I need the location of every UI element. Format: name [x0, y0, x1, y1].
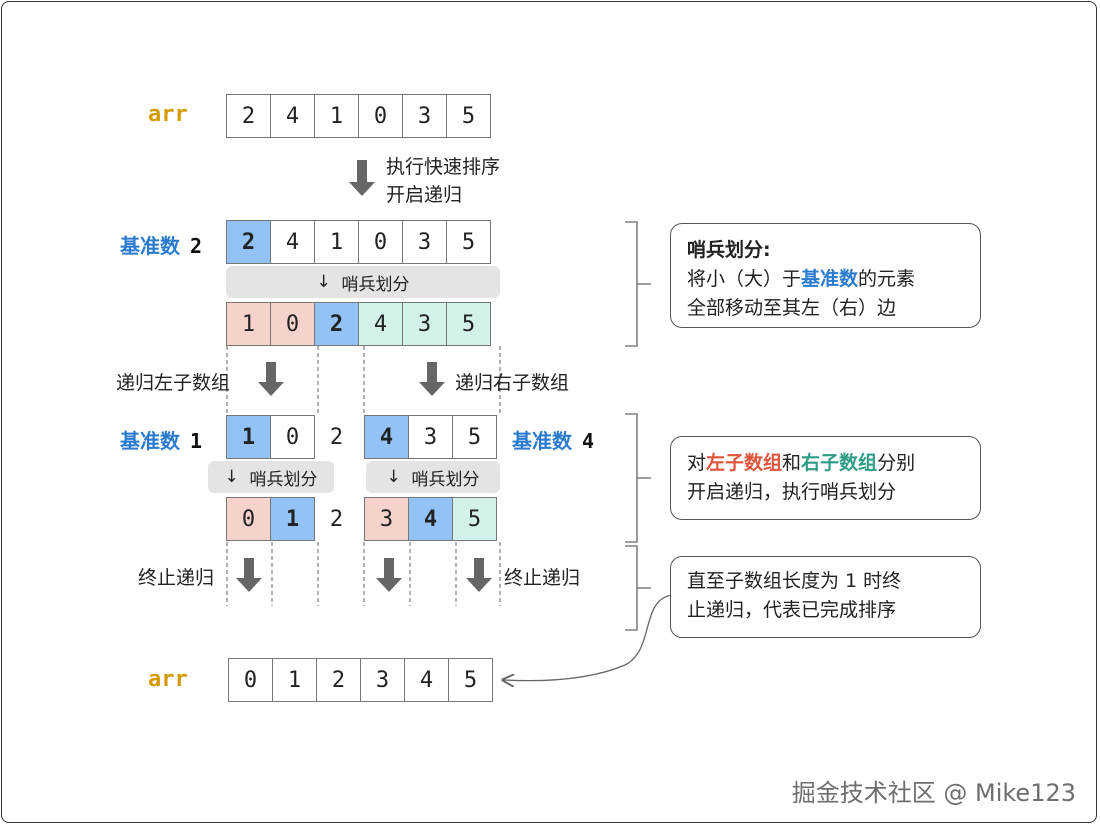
arr-label: arr — [148, 102, 188, 127]
array-cell: 4 — [270, 220, 315, 264]
pivot-word: 基准数 — [120, 234, 180, 258]
left-cell: 0 — [270, 302, 315, 346]
array-cell: 2 — [329, 506, 344, 532]
array-cell: 3 — [402, 220, 447, 264]
pivot-cell: 2 — [314, 302, 359, 346]
pivot-cell: 2 — [226, 220, 271, 264]
note-partition: 哨兵划分: 将小（大）于基准数的元素 全部移动至其左（右）边 — [670, 223, 981, 328]
note-highlight: 基准数 — [801, 268, 859, 290]
note-text: 和 — [782, 452, 802, 474]
partition-bar-left: ↓ 哨兵划分 — [208, 461, 334, 493]
note-text: 对 — [687, 452, 707, 474]
partition-bar-right: ↓ 哨兵划分 — [366, 461, 500, 493]
pivot-label: 基准数 2 — [120, 230, 202, 259]
note-text: 止递归，代表已完成排序 — [687, 599, 897, 621]
right-cell: 5 — [446, 302, 491, 346]
down-arrow-icon — [349, 160, 375, 196]
array-cell: 2 — [329, 424, 344, 450]
pivot-value: 4 — [582, 429, 595, 453]
partition-label: 哨兵划分 — [411, 469, 480, 490]
down-arrow-icon — [419, 362, 445, 396]
array-cell: 1 — [272, 658, 317, 702]
pivot-label-right: 基准数 4 — [512, 425, 594, 454]
array-cell: 2 — [316, 658, 361, 702]
pivot-cell: 1 — [270, 497, 315, 541]
down-arrow-icon — [466, 558, 492, 592]
pivot-label-left: 基准数 1 — [120, 425, 202, 454]
brackets — [625, 221, 651, 631]
array-cell: 3 — [360, 658, 405, 702]
down-arrow-glyph: ↓ — [224, 467, 239, 487]
array-cell: 4 — [404, 658, 449, 702]
pivot-cell: 4 — [408, 497, 453, 541]
arr-label-output: arr — [148, 667, 188, 692]
pivot-cell: 1 — [226, 415, 271, 459]
left-subarray-row4: 0 1 2 — [226, 497, 359, 541]
pivot-value: 2 — [190, 234, 203, 258]
dashed-guides — [226, 346, 501, 606]
left-cell: 0 — [226, 497, 271, 541]
partition-bar: ↓ 哨兵划分 — [226, 266, 500, 298]
array-cell: 3 — [408, 415, 453, 459]
right-subarray-row4: 3 4 5 — [364, 497, 497, 541]
stop-recursion-left: 终止递归 — [138, 567, 215, 589]
note-text: 将小（大）于 — [687, 268, 802, 290]
array-cell: 0 — [358, 220, 403, 264]
stop-recursion-right: 终止递归 — [504, 567, 581, 589]
array-cell: 1 — [314, 220, 359, 264]
array-cell: 4 — [270, 94, 315, 138]
note-highlight-right: 右子数组 — [801, 452, 878, 474]
right-subarray-row3: 4 3 5 — [364, 415, 497, 459]
array-row2: 1 0 2 4 3 5 — [226, 302, 491, 346]
pivot-word: 基准数 — [120, 429, 180, 453]
note-highlight-left: 左子数组 — [706, 452, 783, 474]
down-arrow-icon — [258, 362, 284, 396]
partition-label: 哨兵划分 — [341, 274, 410, 295]
down-arrow-icon — [376, 558, 402, 592]
array-cell: 3 — [402, 94, 447, 138]
note-recursion: 对左子数组和右子数组分别 开启递归，执行哨兵划分 — [670, 436, 981, 520]
recurse-left-label: 递归左子数组 — [116, 372, 231, 394]
result-arrow — [504, 594, 673, 681]
left-cell: 1 — [226, 302, 271, 346]
pivot-value: 1 — [190, 429, 203, 453]
note-text: 的元素 — [858, 268, 916, 290]
left-subarray-row3: 1 0 2 — [226, 415, 359, 459]
step-recursion: 开启递归 — [386, 184, 463, 206]
step-quicksort: 执行快速排序 — [386, 156, 501, 178]
down-arrow-icon — [236, 558, 262, 592]
note-termination: 直至子数组长度为 1 时终 止递归，代表已完成排序 — [670, 556, 981, 638]
pivot-cell: 4 — [364, 415, 409, 459]
array-cell: 5 — [446, 94, 491, 138]
left-cell: 3 — [364, 497, 409, 541]
partition-label: 哨兵划分 — [249, 469, 318, 490]
output-array: 0 1 2 3 4 5 — [228, 658, 493, 702]
array-cell: 1 — [314, 94, 359, 138]
pivot-word: 基准数 — [512, 429, 572, 453]
right-cell: 3 — [402, 302, 447, 346]
down-arrow-glyph: ↓ — [316, 272, 331, 292]
array-row1: 2 4 1 0 3 5 — [226, 220, 491, 264]
note-text: 全部移动至其左（右）边 — [687, 297, 897, 319]
recurse-right-label: 递归右子数组 — [455, 372, 570, 394]
array-cell: 0 — [358, 94, 403, 138]
note-text: 直至子数组长度为 1 时终 — [687, 570, 902, 592]
array-cell: 5 — [452, 415, 497, 459]
array-cell: 5 — [446, 220, 491, 264]
right-cell: 5 — [452, 497, 497, 541]
array-cell: 5 — [448, 658, 493, 702]
note-text: 开启递归，执行哨兵划分 — [687, 481, 897, 503]
array-cell: 2 — [226, 94, 271, 138]
right-cell: 4 — [358, 302, 403, 346]
down-arrow-icons — [236, 160, 492, 592]
input-array: 2 4 1 0 3 5 — [226, 94, 491, 138]
down-arrow-glyph: ↓ — [386, 467, 401, 487]
watermark: 掘金技术社区 @ Mike123 — [791, 779, 1076, 807]
array-cell: 0 — [270, 415, 315, 459]
note-title: 哨兵划分: — [687, 239, 771, 261]
note-text: 分别 — [877, 452, 916, 474]
array-cell: 0 — [228, 658, 273, 702]
